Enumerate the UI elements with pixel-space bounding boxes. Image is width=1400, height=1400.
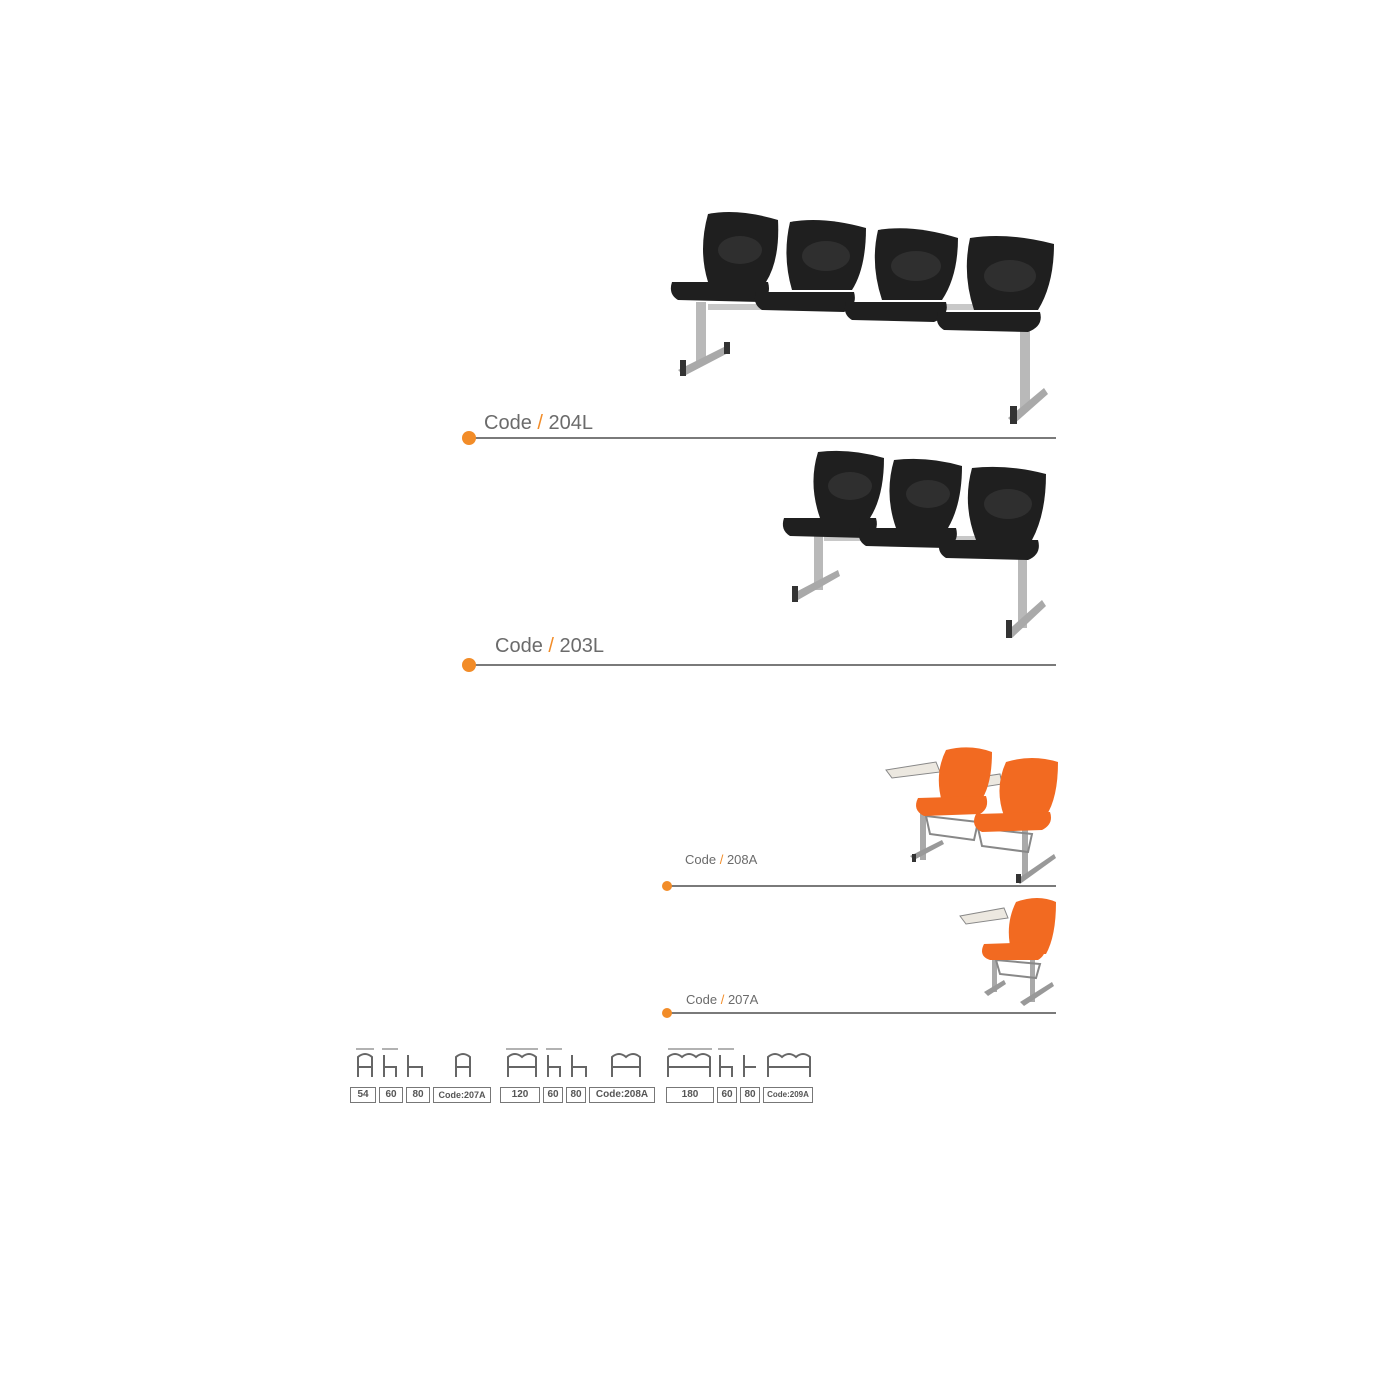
code-value: 203L <box>559 635 605 657</box>
product-code-label-203l: Code / 203L <box>495 635 604 658</box>
product-image-203l <box>782 450 1046 638</box>
code-word: Code <box>686 992 718 1007</box>
dimension-height: 80 <box>740 1087 760 1103</box>
divider-line-207a <box>666 1012 1056 1014</box>
code-value: 208A <box>726 852 758 867</box>
dimension-code: Code:209A <box>763 1087 813 1103</box>
code-word: Code <box>495 635 543 657</box>
code-separator: / <box>537 412 543 434</box>
dimension-depth: 60 <box>379 1087 403 1103</box>
chair-diagram-icons <box>667 1048 811 1077</box>
code-value: 207A <box>727 992 759 1007</box>
product-image-208a <box>885 747 1058 884</box>
bullet-dot-204l <box>462 431 476 445</box>
dimension-tables: 54 60 80 Code:207A 120 60 80 Code:208A <box>350 1047 820 1107</box>
dimension-width: 180 <box>666 1087 714 1103</box>
code-word: Code <box>484 412 532 434</box>
dimension-height: 80 <box>566 1087 586 1103</box>
code-value: 204L <box>548 412 594 434</box>
divider-line-208a <box>666 885 1056 887</box>
code-separator: / <box>719 852 724 867</box>
dimension-depth: 60 <box>543 1087 563 1103</box>
bullet-dot-203l <box>462 658 476 672</box>
dimension-code: Code:207A <box>433 1087 491 1103</box>
chair-diagram-icons <box>356 1048 471 1077</box>
product-image-204l <box>670 212 1054 424</box>
bullet-dot-208a <box>662 881 672 891</box>
product-code-label-204l: Code / 204L <box>484 412 593 435</box>
dimension-width: 120 <box>500 1087 540 1103</box>
dimension-group-209a: 180 60 80 Code:209A <box>666 1047 816 1107</box>
dimension-width: 54 <box>350 1087 376 1103</box>
bullet-dot-207a <box>662 1008 672 1018</box>
chair-diagram-icons <box>506 1048 641 1077</box>
dimension-group-208a: 120 60 80 Code:208A <box>500 1047 656 1107</box>
divider-line-204l <box>470 437 1056 439</box>
code-separator: / <box>720 992 725 1007</box>
code-separator: / <box>548 635 554 657</box>
dimension-code: Code:208A <box>589 1087 655 1103</box>
product-image-207a <box>959 898 1056 1006</box>
dimension-group-207a: 54 60 80 Code:207A <box>350 1047 492 1107</box>
dimension-depth: 60 <box>717 1087 737 1103</box>
divider-line-203l <box>470 664 1056 666</box>
code-word: Code <box>685 852 717 867</box>
product-code-label-208a: Code / 208A <box>685 852 757 867</box>
dimension-height: 80 <box>406 1087 430 1103</box>
product-code-label-207a: Code / 207A <box>686 992 758 1007</box>
